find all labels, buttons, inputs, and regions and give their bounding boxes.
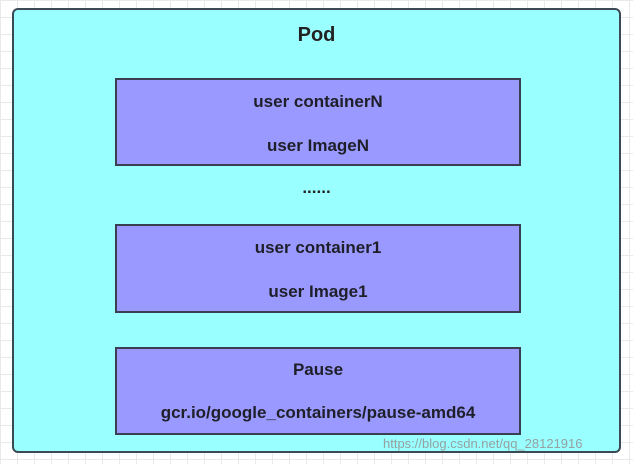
user-container-n-box: user containerN user ImageN (115, 78, 521, 166)
ellipsis-label: ...... (302, 178, 331, 197)
pod-title: Pod (297, 24, 336, 46)
pod-container: Pod user containerN user ImageN ...... u… (12, 8, 621, 453)
user-container-1-box: user container1 user Image1 (115, 224, 521, 313)
image-name-label: user ImageN (266, 136, 370, 155)
image-name-label: user Image1 (268, 282, 368, 301)
pause-container-box: Pause gcr.io/google_containers/pause-amd… (115, 347, 521, 435)
container-name-label: user containerN (253, 92, 383, 111)
pause-image-label: gcr.io/google_containers/pause-amd64 (160, 403, 476, 422)
pause-label: Pause (292, 360, 344, 379)
watermark-text: https://blog.csdn.net/qq_28121916 (383, 436, 583, 451)
container-name-label: user container1 (254, 238, 382, 257)
